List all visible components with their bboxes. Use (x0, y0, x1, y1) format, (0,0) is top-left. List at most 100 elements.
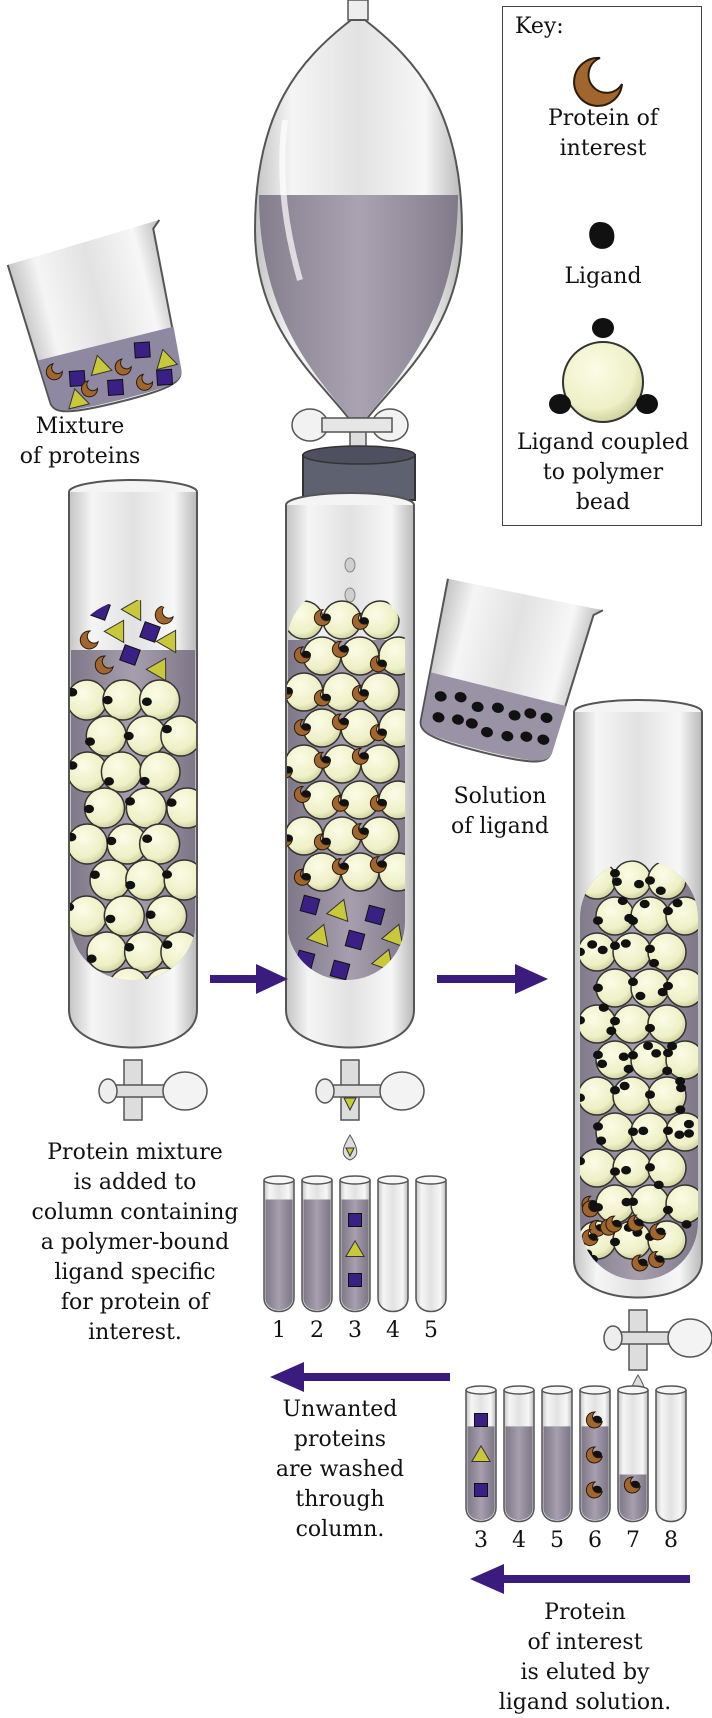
ligand (645, 876, 655, 885)
unwanted-protein-square (299, 894, 321, 916)
fraction-number: 2 (310, 1318, 324, 1343)
ligand (675, 1077, 686, 1086)
protein-of-interest (581, 1229, 599, 1247)
protein-of-interest (369, 856, 387, 874)
ligand (454, 692, 467, 703)
ligand (465, 718, 478, 729)
ligand (645, 1023, 655, 1033)
polymer-bead (378, 708, 405, 748)
protein-of-interest (623, 1476, 641, 1494)
protein-of-interest (293, 719, 311, 736)
ligand (501, 730, 514, 742)
unwanted-protein-triangle (156, 348, 179, 371)
ligand (655, 886, 666, 895)
unwanted-protein-square (364, 904, 386, 926)
polymer-bead (612, 932, 652, 972)
ligand (663, 1048, 673, 1058)
ligand (70, 832, 77, 842)
unwanted-protein-square (474, 1483, 488, 1497)
protein-of-interest (136, 373, 154, 391)
ligand (611, 877, 622, 887)
separatory-funnel (253, 0, 464, 469)
unwanted-protein-triangle (380, 923, 404, 948)
ligand (70, 902, 75, 912)
protein-of-interest (648, 1251, 666, 1269)
fraction-liquid (303, 1199, 331, 1310)
test-tube-rim (503, 1385, 535, 1395)
fraction-number: 3 (348, 1318, 362, 1343)
protein-of-interest (331, 794, 349, 812)
protein-of-interest (287, 682, 293, 700)
polymer-bead (647, 1004, 687, 1044)
fraction-number: 4 (386, 1318, 400, 1343)
protein-of-interest (581, 1200, 599, 1218)
ligand (643, 1041, 654, 1051)
ligand (662, 1066, 673, 1076)
fraction-number: 5 (550, 1528, 564, 1553)
protein-of-interest (287, 761, 293, 779)
protein-of-interest (313, 609, 331, 627)
ligand (125, 880, 136, 890)
ligand (141, 697, 152, 707)
polymer-bead (125, 859, 167, 901)
protein-of-interest (627, 1214, 645, 1232)
fraction-number: 1 (272, 1318, 286, 1343)
ligand (681, 1220, 692, 1229)
ligand (634, 879, 645, 889)
protein-of-interest (351, 823, 369, 841)
unwanted-protein-square (107, 378, 125, 397)
key-box (502, 6, 702, 526)
ligand (491, 702, 504, 713)
test-tube-rim (301, 1175, 333, 1185)
arrow-to-wash (210, 964, 288, 994)
protein-of-interest (80, 380, 98, 398)
ligand (675, 1105, 686, 1114)
ligand (593, 916, 603, 925)
unwanted-protein-square (474, 1413, 488, 1427)
fraction-number: 3 (474, 1528, 488, 1553)
fraction-liquid (543, 1426, 571, 1520)
ligand (663, 1126, 673, 1136)
unwanted-protein-triangle (345, 1239, 365, 1257)
protein-of-interest (313, 689, 331, 707)
ligand (596, 1136, 607, 1146)
unwanted-protein-triangle (155, 629, 177, 654)
ligand (162, 870, 173, 879)
ligand (621, 1166, 632, 1175)
key-title: Key: (515, 14, 564, 39)
protein-of-interest (631, 1254, 649, 1272)
ligand (452, 714, 464, 725)
key-bead-icon (549, 318, 658, 423)
protein-of-interest (351, 684, 369, 702)
polymer-bead (138, 679, 181, 721)
protein-of-interest (649, 1223, 667, 1241)
polymer-bead (107, 967, 150, 980)
ligand (610, 1085, 620, 1095)
fraction-liquid (467, 1426, 495, 1520)
ligand (161, 724, 172, 734)
ligand (520, 731, 533, 742)
ligand (657, 987, 668, 997)
protein-of-interest (79, 630, 99, 650)
polymer-bead (166, 787, 196, 829)
ligand (593, 1122, 603, 1131)
unwanted-protein-square (133, 341, 151, 359)
protein-of-interest (585, 1411, 603, 1429)
test-tube (415, 1180, 447, 1313)
protein-of-interest (45, 363, 63, 381)
ligand (663, 981, 673, 991)
protein-of-interest (588, 1219, 606, 1237)
beaker-ligand-solution (419, 578, 604, 763)
label-mixture-of-proteins: Mixture of proteins (19, 414, 141, 469)
ligand (667, 1041, 678, 1051)
ligand (645, 944, 655, 954)
ligand (610, 1237, 620, 1247)
protein-of-interest (331, 858, 349, 876)
fraction-number: 7 (626, 1528, 640, 1553)
fraction-liquid (265, 1199, 293, 1310)
fraction-tubes-wash (263, 1175, 447, 1313)
ligand (597, 1059, 608, 1069)
ligand (145, 910, 156, 920)
ligand (663, 906, 673, 916)
fraction-liquid (581, 1426, 609, 1520)
